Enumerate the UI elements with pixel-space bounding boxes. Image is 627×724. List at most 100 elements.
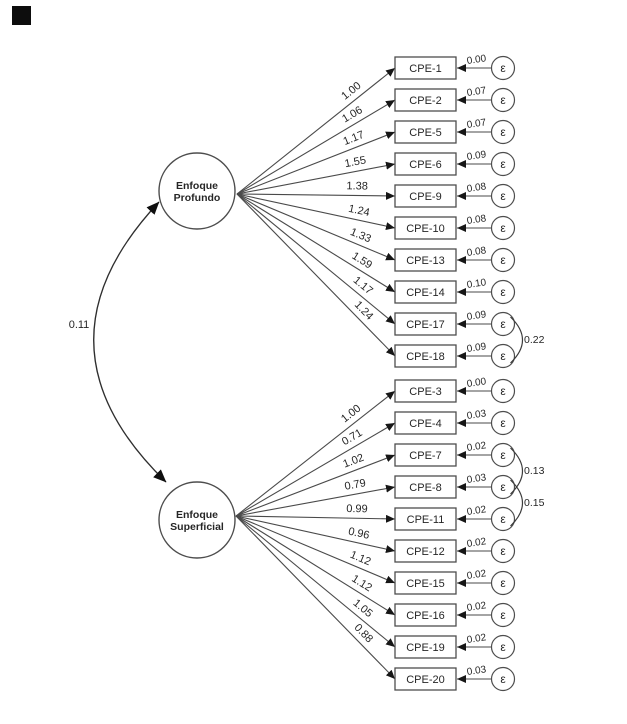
error-variance-CPE-14: 0.10	[466, 277, 487, 291]
error-symbol-CPE-3: ε	[500, 384, 506, 398]
indicator-box-CPE-20	[394, 667, 457, 691]
latent-label-profundo-line1: Enfoque	[176, 180, 218, 192]
error-term-circle-CPE-11	[490, 506, 516, 532]
indicator-box-CPE-13	[394, 248, 457, 272]
error-symbol-CPE-4: ε	[500, 416, 506, 430]
loading-arrow-CPE-8	[235, 484, 396, 517]
loading-arrow-CPE-2	[236, 99, 396, 195]
error-variance-CPE-15: 0.02	[466, 568, 487, 582]
error-term-circle-CPE-12	[490, 538, 516, 564]
error-variance-CPE-1: 0.00	[466, 53, 487, 67]
error-term-circle-CPE-4	[490, 410, 516, 436]
indicator-box-CPE-4	[394, 411, 457, 435]
indicator-box-CPE-11	[394, 507, 457, 531]
error-variance-CPE-10: 0.08	[466, 213, 487, 227]
loading-arrow-CPE-19	[235, 515, 396, 648]
loading-arrow-CPE-16	[235, 515, 396, 616]
error-term-circle-CPE-15	[490, 570, 516, 596]
loading-value-CPE-11: 0.99	[346, 503, 368, 515]
error-symbol-CPE-10: ε	[500, 221, 506, 235]
error-variance-CPE-7: 0.02	[466, 440, 487, 454]
error-symbol-CPE-13: ε	[500, 253, 506, 267]
error-variance-CPE-16: 0.02	[466, 600, 487, 614]
indicator-box-CPE-9	[394, 184, 457, 208]
indicator-label-CPE-11: CPE-11	[407, 514, 445, 526]
error-term-circle-CPE-7	[490, 442, 516, 468]
error-symbol-CPE-1: ε	[500, 61, 506, 75]
loading-value-CPE-3: 1.00	[339, 403, 363, 426]
error-symbol-CPE-12: ε	[500, 544, 506, 558]
error-term-circle-CPE-2	[490, 87, 516, 113]
loading-arrow-CPE-1	[236, 67, 396, 195]
indicator-box-CPE-2	[394, 88, 457, 112]
loading-arrow-CPE-3	[235, 390, 396, 517]
indicator-label-CPE-20: CPE-20	[406, 674, 445, 686]
loading-value-CPE-2: 1.06	[340, 104, 365, 125]
loading-value-CPE-9: 1.38	[346, 180, 368, 192]
error-variance-CPE-13: 0.08	[466, 245, 487, 259]
error-term-circle-CPE-9	[490, 183, 516, 209]
indicator-box-CPE-6	[394, 152, 457, 176]
indicator-box-CPE-3	[394, 379, 457, 403]
loading-value-CPE-12: 0.96	[347, 526, 371, 542]
error-covariance-value-CPE-8-CPE-11: 0.15	[524, 497, 545, 509]
indicator-label-CPE-13: CPE-13	[406, 255, 445, 267]
indicator-box-CPE-17	[394, 312, 457, 336]
error-symbol-CPE-11: ε	[500, 512, 506, 526]
error-term-circle-CPE-1	[490, 55, 516, 81]
indicator-box-CPE-16	[394, 603, 457, 627]
error-variance-CPE-9: 0.08	[466, 181, 487, 195]
error-symbol-CPE-7: ε	[500, 448, 506, 462]
indicator-label-CPE-18: CPE-18	[406, 351, 445, 363]
loading-arrow-CPE-18	[236, 193, 396, 357]
latent-circle-profundo	[158, 152, 236, 230]
indicator-label-CPE-8: CPE-8	[409, 482, 441, 494]
error-symbol-CPE-6: ε	[500, 157, 506, 171]
indicator-box-CPE-7	[394, 443, 457, 467]
error-symbol-CPE-9: ε	[500, 189, 506, 203]
loading-value-CPE-14: 1.59	[350, 250, 375, 271]
error-term-circle-CPE-16	[490, 602, 516, 628]
indicator-box-CPE-1	[394, 56, 457, 80]
latent-label-superficial-line1: Enfoque	[176, 509, 218, 521]
loading-value-CPE-6: 1.55	[344, 154, 367, 170]
loading-arrow-CPE-9	[236, 191, 396, 200]
indicator-label-CPE-7: CPE-7	[409, 450, 441, 462]
indicator-label-CPE-1: CPE-1	[409, 63, 441, 75]
error-covariance-arc-CPE-8-CPE-11	[510, 479, 524, 527]
indicator-box-CPE-8	[394, 475, 457, 499]
loading-arrow-CPE-11	[235, 514, 396, 523]
factor-covariance-arrow	[93, 201, 167, 483]
indicator-box-CPE-14	[394, 280, 457, 304]
factor-covariance-value: 0.11	[69, 319, 90, 331]
loading-value-CPE-10: 1.24	[347, 203, 370, 219]
error-symbol-CPE-5: ε	[500, 125, 506, 139]
loading-arrow-CPE-6	[236, 161, 396, 195]
loading-arrow-CPE-15	[235, 515, 396, 584]
error-covariance-arc-CPE-7-CPE-8	[510, 447, 524, 495]
corner-scan-mark	[12, 6, 31, 25]
loading-arrow-CPE-5	[236, 131, 396, 195]
indicator-box-CPE-5	[394, 120, 457, 144]
error-symbol-CPE-15: ε	[500, 576, 506, 590]
error-symbol-CPE-8: ε	[500, 480, 506, 494]
error-symbol-CPE-16: ε	[500, 608, 506, 622]
error-variance-CPE-12: 0.02	[466, 536, 487, 550]
latent-circle-superficial	[158, 481, 236, 559]
error-variance-CPE-4: 0.03	[466, 408, 487, 422]
error-symbol-CPE-19: ε	[500, 640, 506, 654]
error-variance-CPE-8: 0.03	[466, 472, 487, 486]
indicator-box-CPE-10	[394, 216, 457, 240]
loading-value-CPE-18: 1.24	[352, 299, 376, 323]
loading-arrow-CPE-12	[235, 515, 396, 553]
indicator-label-CPE-14: CPE-14	[406, 287, 445, 299]
latent-label-superficial-line2: Superficial	[170, 521, 224, 533]
loading-value-CPE-4: 0.71	[340, 427, 365, 448]
error-term-circle-CPE-17	[490, 311, 516, 337]
error-variance-CPE-2: 0.07	[466, 85, 487, 99]
error-term-circle-CPE-6	[490, 151, 516, 177]
indicator-label-CPE-6: CPE-6	[409, 159, 441, 171]
error-covariance-value-CPE-17-CPE-18: 0.22	[524, 334, 545, 346]
